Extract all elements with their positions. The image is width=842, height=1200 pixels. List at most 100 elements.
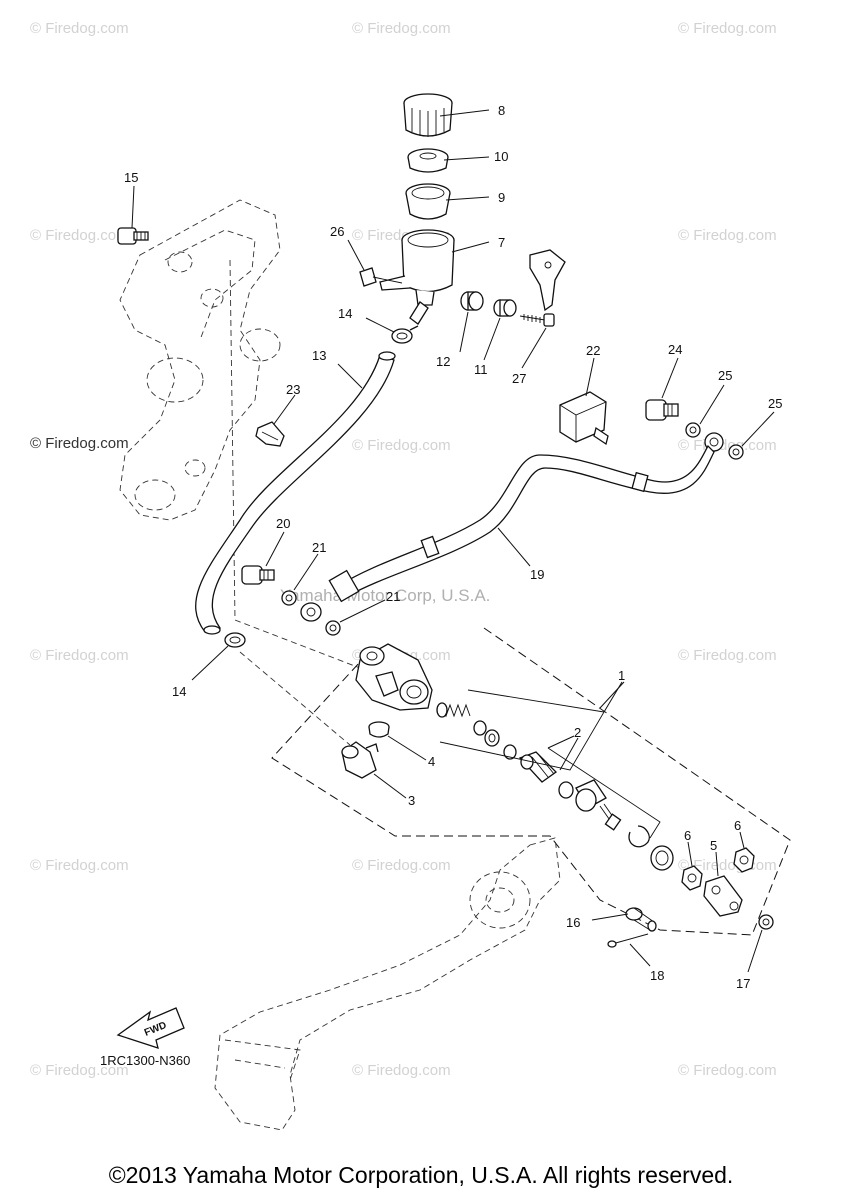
callout-14-lower: 14: [172, 684, 186, 699]
hose-fitting-tank: [409, 301, 429, 325]
assembly-1-outline: [271, 627, 791, 936]
callout-25a: 25: [718, 368, 732, 383]
gasket-25a: [685, 422, 701, 438]
callout-8: 8: [498, 103, 505, 118]
watermark: © Firedog.com: [678, 1062, 777, 1079]
callout-22: 22: [586, 343, 600, 358]
push-rod: [575, 779, 622, 831]
guide-line: [239, 651, 351, 746]
watermark: © Firedog.com: [352, 1062, 451, 1079]
cotter-pin-18: [607, 933, 649, 948]
callout-10: 10: [494, 149, 508, 164]
grommet-11: [493, 299, 517, 317]
watermark: © Firedog.com: [30, 647, 129, 664]
callout-13: 13: [312, 348, 326, 363]
callout-16: 16: [566, 915, 580, 930]
fwd-arrow-icon: FWD: [116, 1007, 185, 1049]
reservoir-bracket: [529, 249, 566, 312]
copyright-notice: ©2013 Yamaha Motor Corporation, U.S.A. A…: [108, 1162, 734, 1188]
watermark: © Firedog.com: [678, 20, 777, 37]
gasket-25b: [728, 444, 744, 460]
callout-14-upper: 14: [338, 306, 352, 321]
watermark: © Firedog.com: [30, 1062, 129, 1079]
callout-12: 12: [436, 354, 450, 369]
callout-23: 23: [286, 382, 300, 397]
callout-24: 24: [668, 342, 682, 357]
bolt-15: [117, 227, 149, 245]
master-cylinder-body: [355, 643, 433, 711]
guide-line: [234, 619, 361, 669]
brake-pedal: [214, 837, 561, 1131]
diaphragm-9: [405, 183, 451, 220]
o-ring-4: [368, 721, 390, 738]
nut-6b: [733, 847, 755, 873]
callout-9: 9: [498, 190, 505, 205]
callout-21a: 21: [312, 540, 326, 555]
callout-1: 1: [618, 668, 625, 683]
reservoir-hose-13: [195, 351, 396, 635]
circlip: [628, 825, 650, 848]
leader-lines: [131, 109, 775, 973]
callout-15: 15: [124, 170, 138, 185]
watermark: © Firedog.com: [678, 437, 777, 454]
watermark: © Firedog.com: [352, 20, 451, 37]
callout-25b: 25: [768, 396, 782, 411]
collar-12: [460, 291, 484, 311]
hose-clip-14-upper: [391, 325, 419, 344]
washer-17: [758, 914, 774, 930]
gasket-21a: [281, 590, 297, 606]
rod-end-5: [703, 875, 743, 917]
callout-26: 26: [330, 224, 344, 239]
center-watermark: Yamaha Motor Corp, U.S.A.: [280, 586, 490, 605]
watermarks: © Firedog.com © Firedog.com © Firedog.co…: [30, 20, 777, 1079]
union-bolt-24: [645, 399, 679, 421]
callout-17: 17: [736, 976, 750, 991]
diaphragm-plate-10: [407, 148, 449, 173]
piston: [518, 751, 558, 783]
callout-6b: 6: [734, 818, 741, 833]
circlip-ring: [558, 781, 574, 799]
reservoir-tank-7: [379, 229, 455, 306]
bolt-27: [519, 313, 555, 327]
callout-5: 5: [710, 838, 717, 853]
cup-seal: [473, 720, 517, 760]
spring: [436, 702, 471, 718]
callout-21b: 21: [386, 589, 400, 604]
brake-switch-22: [559, 391, 609, 446]
diagram-code: 1RC1300-N360: [100, 1053, 190, 1068]
callout-2: 2: [574, 725, 581, 740]
callout-7: 7: [498, 235, 505, 250]
callout-6a: 6: [684, 828, 691, 843]
callout-3: 3: [408, 793, 415, 808]
watermark-dark: © Firedog.com: [30, 435, 129, 452]
nut-6a: [681, 865, 703, 891]
callout-19: 19: [530, 567, 544, 582]
watermark: © Firedog.com: [678, 647, 777, 664]
gasket-21b: [325, 620, 341, 636]
brake-hose-19: [328, 444, 715, 603]
callout-11: 11: [474, 362, 488, 377]
callout-4: 4: [428, 754, 435, 769]
watermark: © Firedog.com: [352, 437, 451, 454]
callout-18: 18: [650, 968, 664, 983]
reservoir-cap-8: [403, 93, 453, 137]
watermark: © Firedog.com: [30, 20, 129, 37]
callout-27: 27: [512, 371, 526, 386]
hose-joint-3: [341, 741, 379, 779]
watermark: © Firedog.com: [352, 857, 451, 874]
callout-20: 20: [276, 516, 290, 531]
callouts: 8 10 9 7 26 15 14 13 12 11 27 22 24 25 2…: [124, 103, 782, 991]
hose-clip-14-lower: [224, 632, 246, 648]
dust-boot: [650, 845, 674, 871]
pin-16: [625, 907, 657, 932]
banjo-fitting: [704, 432, 724, 452]
screw-26: [359, 267, 403, 287]
watermark: © Firedog.com: [30, 857, 129, 874]
footrest-bracket: [119, 199, 281, 621]
watermark: © Firedog.com: [30, 227, 129, 244]
watermark: © Firedog.com: [678, 227, 777, 244]
banjo-fitting-lower: [300, 602, 322, 622]
clip-23: [255, 421, 285, 447]
union-bolt-20: [241, 565, 275, 585]
